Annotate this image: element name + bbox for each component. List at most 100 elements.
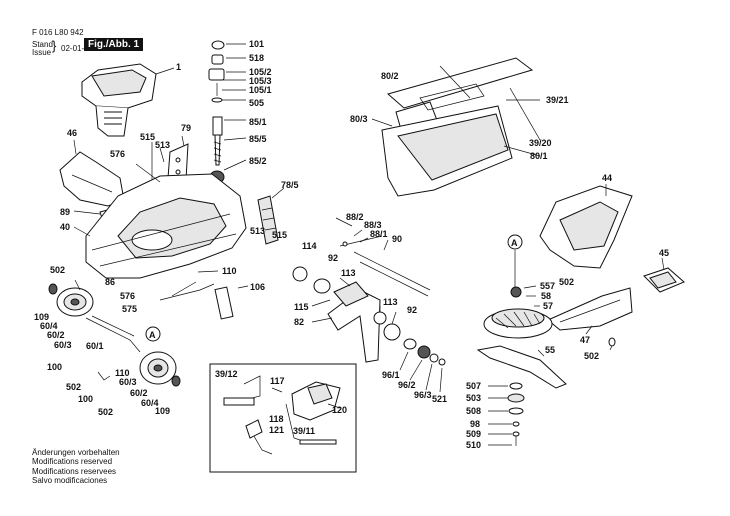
callout-509: 509 xyxy=(466,429,481,439)
callout-90: 90 xyxy=(392,234,402,244)
callout-78-5: 78/5 xyxy=(281,180,299,190)
callout-110: 110 xyxy=(222,266,237,276)
bearing-set-part xyxy=(399,338,446,393)
note-line: Modifications reservees xyxy=(32,466,117,476)
callout-101: 101 xyxy=(249,39,264,49)
callout-40: 40 xyxy=(60,222,70,232)
callout-60-2-b: 60/2 xyxy=(130,388,148,398)
callout-58: 58 xyxy=(541,291,551,301)
strap-part xyxy=(257,187,285,245)
engine-part xyxy=(81,63,175,137)
callout-109-b: 109 xyxy=(155,406,170,416)
callout-120: 120 xyxy=(332,405,347,415)
callout-96-1: 96/1 xyxy=(382,370,400,380)
callout-121: 121 xyxy=(269,425,284,435)
issue-label: Issue xyxy=(32,48,52,57)
callout-576: 576 xyxy=(110,149,125,159)
callout-502-b: 502 xyxy=(66,382,81,392)
callout-85-1: 85/1 xyxy=(249,117,267,127)
callout-45: 45 xyxy=(659,248,669,258)
callout-105-3: 105/3 xyxy=(249,76,272,86)
callout-88-3: 88/3 xyxy=(364,220,382,230)
height-adjuster-part xyxy=(209,116,247,184)
grass-catcher-part xyxy=(371,57,541,197)
callout-57: 57 xyxy=(543,301,553,311)
callout-39-11: 39/11 xyxy=(293,426,315,436)
callout-80-1: 80/1 xyxy=(530,151,548,161)
callout-502-c: 502 xyxy=(98,407,113,417)
callout-55: 55 xyxy=(545,345,555,355)
deck-housing-part xyxy=(73,163,247,279)
callout-503: 503 xyxy=(466,393,481,403)
callout-92: 92 xyxy=(328,253,338,263)
marker-a-label-2: A xyxy=(511,238,518,248)
callout-39-21: 39/21 xyxy=(546,95,569,105)
callout-85-5: 85/5 xyxy=(249,134,267,144)
gearbox-part xyxy=(292,266,401,363)
callout-113: 113 xyxy=(341,268,356,278)
callout-576-b: 576 xyxy=(120,291,135,301)
callout-60-3-b: 60/3 xyxy=(119,377,137,387)
callout-113-b: 113 xyxy=(383,297,398,307)
callout-508: 508 xyxy=(466,406,481,416)
marker-a-circle: A xyxy=(145,326,161,342)
callout-39-20: 39/20 xyxy=(529,138,552,148)
marker-a-label: A xyxy=(149,330,156,340)
callout-47: 47 xyxy=(580,335,590,345)
callout-89: 89 xyxy=(60,207,70,217)
callout-80-2: 80/2 xyxy=(381,71,399,81)
callout-82: 82 xyxy=(294,317,304,327)
switch-kit-inset xyxy=(209,363,357,473)
callout-106: 106 xyxy=(250,282,265,292)
callout-518: 518 xyxy=(249,53,264,63)
note-line: Salvo modificaciones xyxy=(32,475,108,485)
callout-96-3: 96/3 xyxy=(414,390,432,400)
callout-92-b: 92 xyxy=(407,305,417,315)
handle-knob-stack-part xyxy=(208,40,246,103)
callout-109: 109 xyxy=(34,312,49,322)
callout-513: 513 xyxy=(155,140,170,150)
callout-510: 510 xyxy=(466,440,481,450)
stand-label: Stand xyxy=(32,40,53,49)
axle-rod-part xyxy=(85,270,249,381)
callout-114: 114 xyxy=(302,241,317,251)
front-wheel-part xyxy=(139,351,181,387)
brace-glyph: } xyxy=(52,38,57,53)
callout-44: 44 xyxy=(602,173,612,183)
callout-515-b: 515 xyxy=(272,230,287,240)
callout-105-1: 105/1 xyxy=(249,85,272,95)
rear-wheel-part xyxy=(48,279,94,317)
document-number: F 016 L80 942 xyxy=(32,28,84,37)
callout-96-2: 96/2 xyxy=(398,380,416,390)
callout-513-b: 513 xyxy=(250,226,265,236)
callout-46: 46 xyxy=(67,128,77,138)
callout-60-1: 60/1 xyxy=(86,341,104,351)
callout-88-2: 88/2 xyxy=(346,212,364,222)
callout-118: 118 xyxy=(269,414,284,424)
callout-515: 515 xyxy=(140,132,155,142)
callout-115: 115 xyxy=(294,302,309,312)
callout-98: 98 xyxy=(470,419,480,429)
callout-100-b: 100 xyxy=(78,394,93,404)
notes-block: Änderungen vorbehalten Modifications res… xyxy=(32,448,120,485)
callout-100: 100 xyxy=(47,362,62,372)
callout-502-d: 502 xyxy=(559,277,574,287)
callout-557: 557 xyxy=(540,281,555,291)
callout-117: 117 xyxy=(270,376,285,386)
callout-79: 79 xyxy=(181,123,191,133)
fan-impeller-part xyxy=(483,285,553,339)
callout-575: 575 xyxy=(122,304,137,314)
callout-105-2: 105/2 xyxy=(249,67,272,77)
callout-505: 505 xyxy=(249,98,264,108)
callout-502: 502 xyxy=(50,265,65,275)
callout-502-e: 502 xyxy=(584,351,599,361)
note-line: Modifications reserved xyxy=(32,457,113,467)
callout-85-2: 85/2 xyxy=(249,156,267,166)
callout-labels: 101 518 105/2 105/3 105/1 505 1 46 515 5… xyxy=(34,39,669,450)
drive-shaft-part xyxy=(335,217,431,297)
cover-plate-part xyxy=(643,257,685,293)
blade-housing-part: A xyxy=(507,184,633,288)
callout-60-3: 60/3 xyxy=(54,340,72,350)
